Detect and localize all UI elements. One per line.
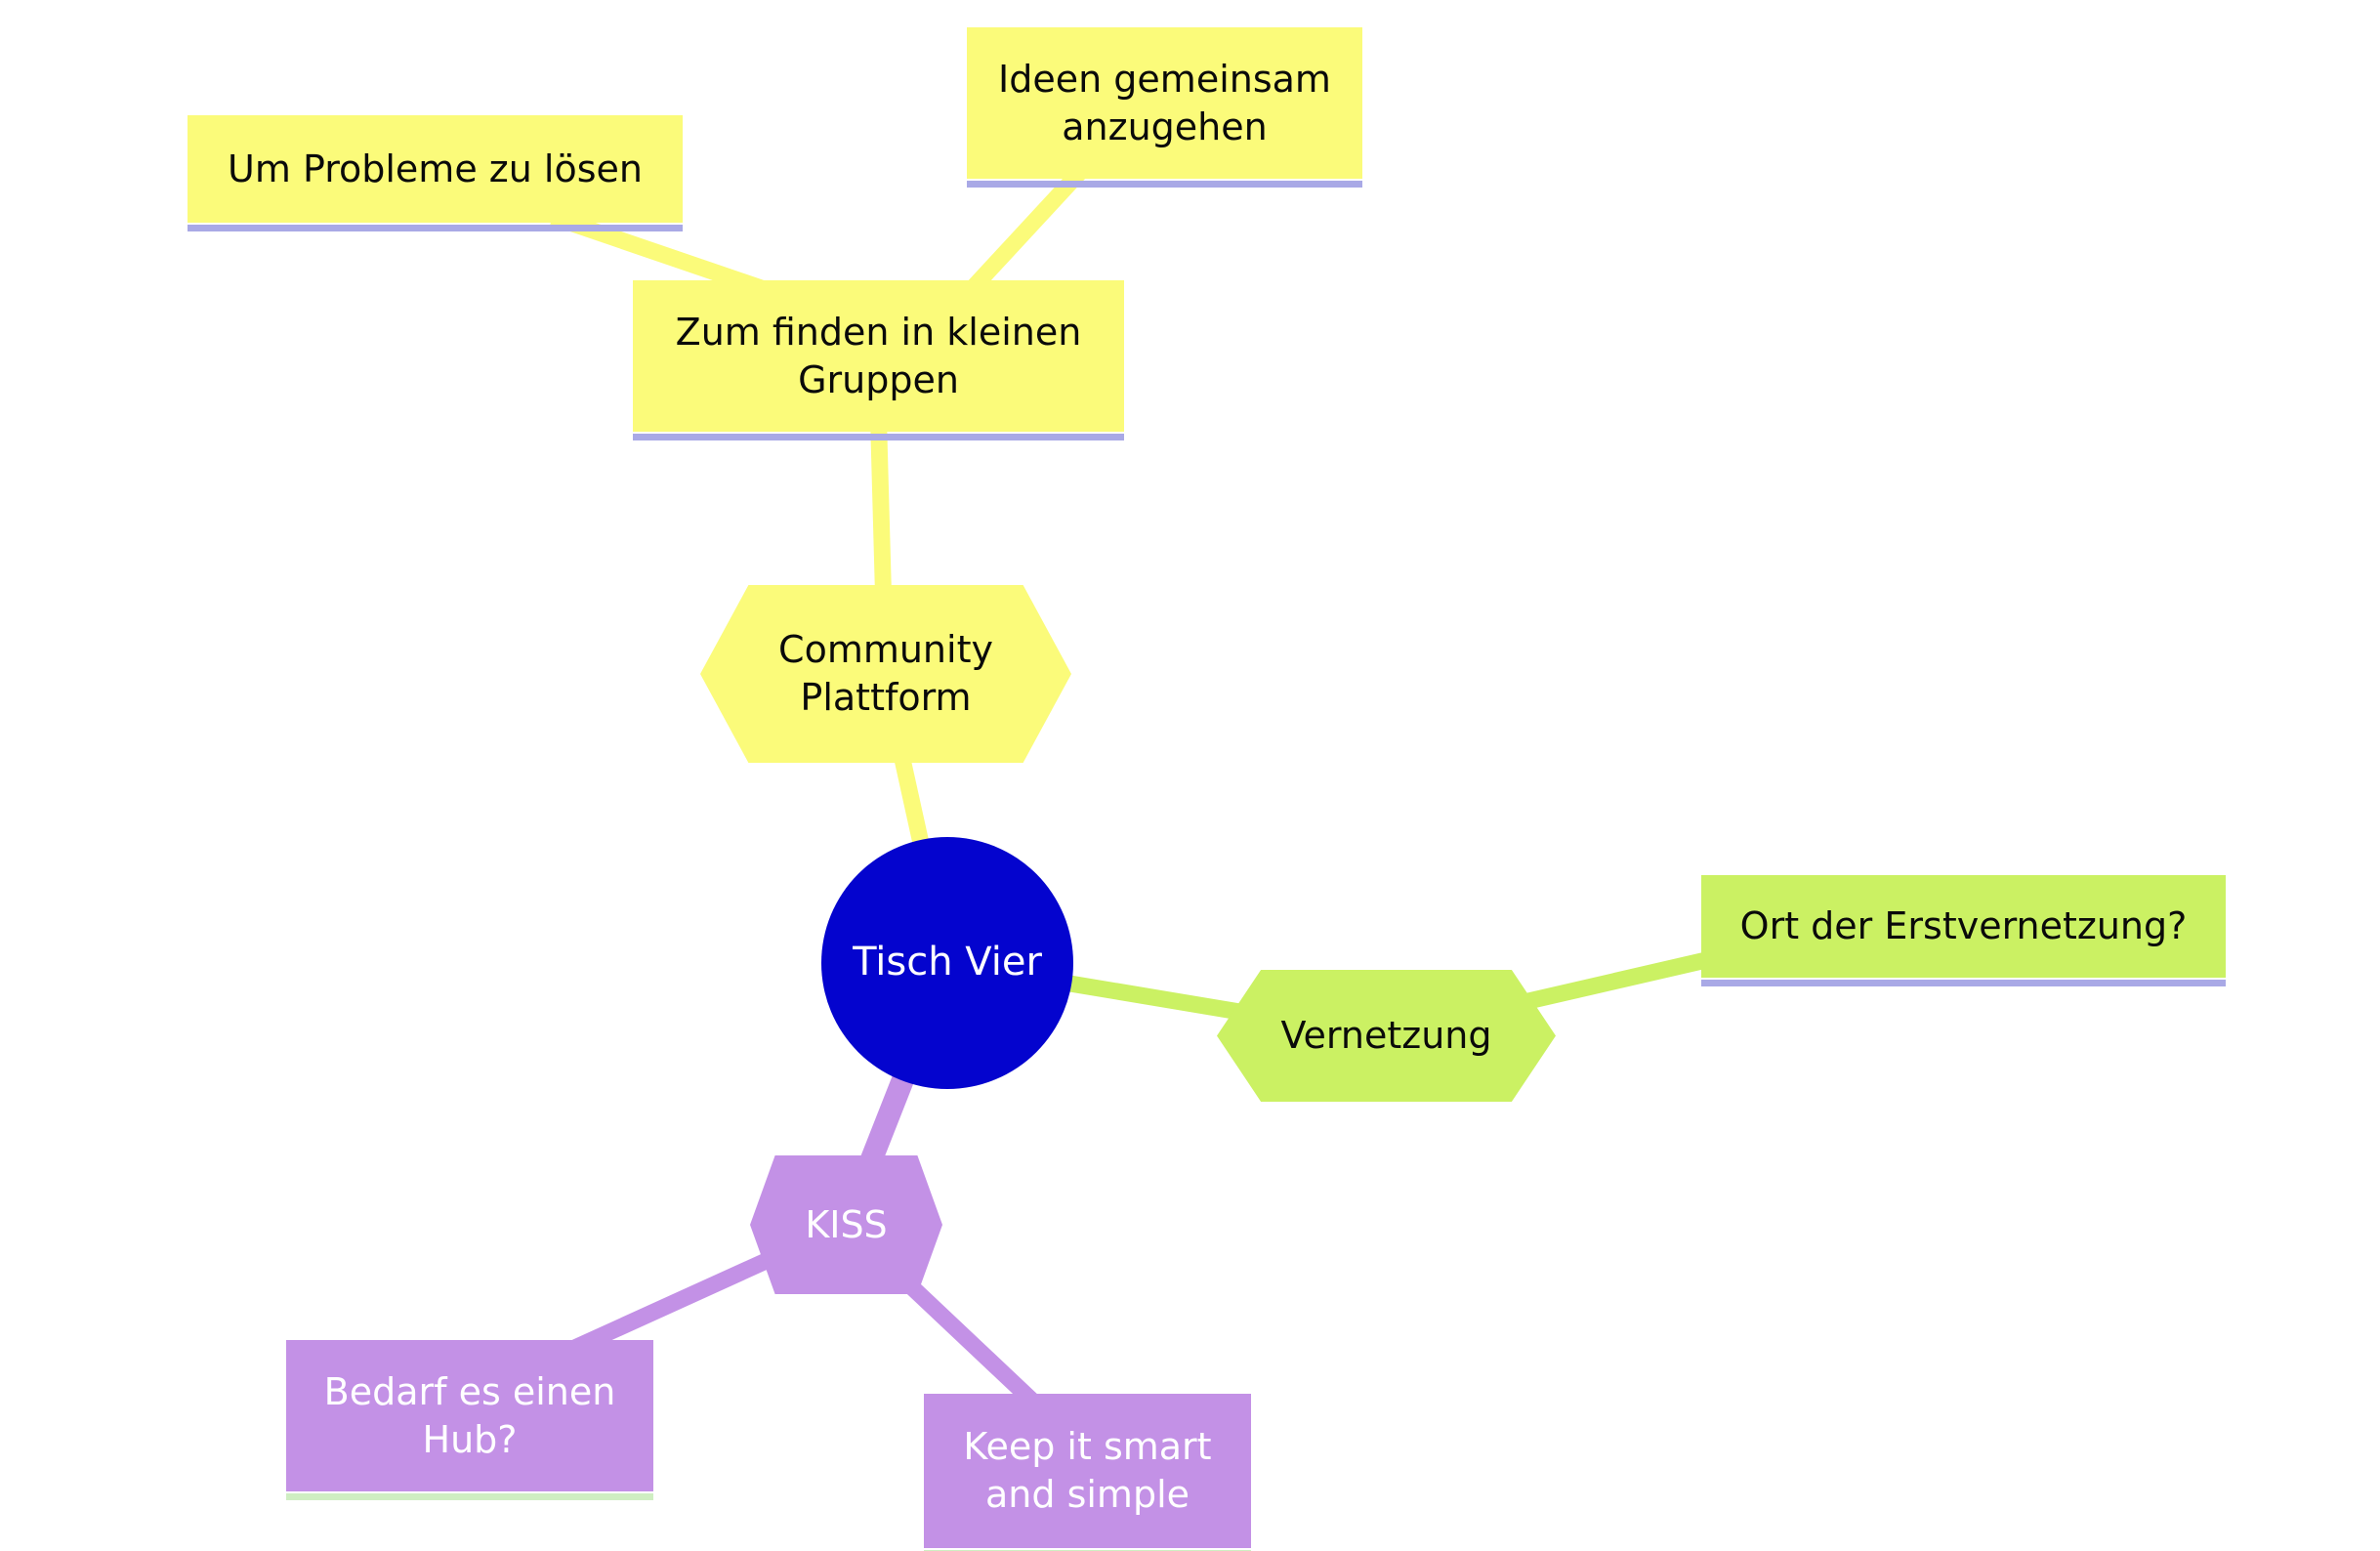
- node-label: Zum finden in kleinen Gruppen: [675, 310, 1082, 401]
- node-kiss[interactable]: KISS: [750, 1155, 942, 1294]
- node-label: Um Probleme zu lösen: [228, 147, 643, 190]
- node-label: Tisch Vier: [853, 940, 1042, 985]
- node-community-plattform[interactable]: Community Plattform: [700, 585, 1071, 763]
- node-label: Community Plattform: [778, 628, 993, 719]
- node-ideen-gemeinsam-anzugehen[interactable]: Ideen gemeinsam anzugehen: [967, 27, 1362, 188]
- node-underline: [967, 181, 1362, 188]
- node-um-probleme-zu-loesen[interactable]: Um Probleme zu lösen: [188, 115, 683, 231]
- node-label: Ideen gemeinsam anzugehen: [998, 57, 1331, 148]
- node-ort-der-erstvernetzung[interactable]: Ort der Erstvernetzung?: [1701, 875, 2226, 986]
- node-vernetzung[interactable]: Vernetzung: [1217, 970, 1556, 1102]
- node-label: KISS: [805, 1202, 888, 1246]
- node-underline: [188, 225, 683, 231]
- node-underline: [286, 1493, 653, 1500]
- node-bedarf-es-einen-hub[interactable]: Bedarf es einen Hub?: [286, 1340, 653, 1500]
- node-underline: [1701, 980, 2226, 986]
- node-tisch-vier-root[interactable]: Tisch Vier: [821, 837, 1073, 1089]
- node-label: Ort der Erstvernetzung?: [1739, 904, 2188, 948]
- node-label: Keep it smart and simple: [963, 1425, 1212, 1516]
- node-keep-it-smart-and-simple[interactable]: Keep it smart and simple: [924, 1394, 1251, 1551]
- node-label: Vernetzung: [1280, 1014, 1492, 1058]
- node-underline: [633, 434, 1124, 440]
- node-zum-finden-in-kleinen-gruppen[interactable]: Zum finden in kleinen Gruppen: [633, 280, 1124, 440]
- node-label: Bedarf es einen Hub?: [323, 1369, 616, 1461]
